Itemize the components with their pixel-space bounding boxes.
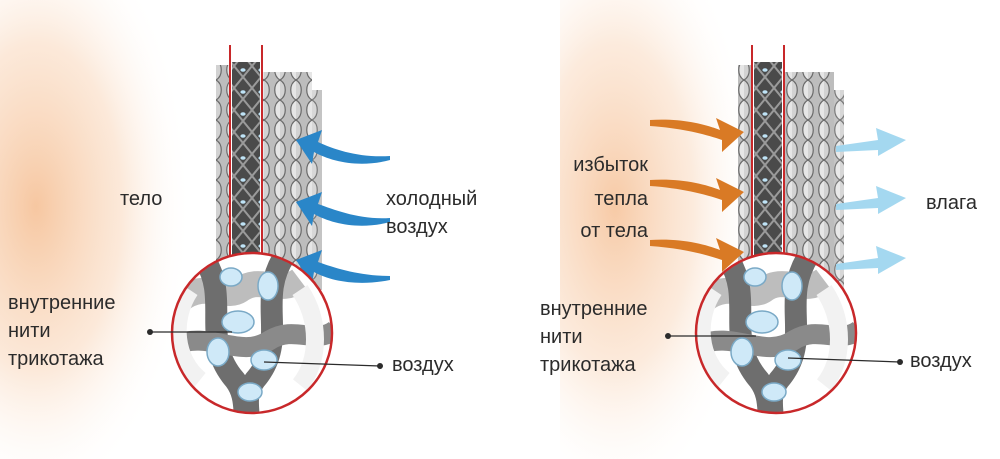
knit-fabric-right [738,62,844,290]
air-leader-dot-right [897,359,903,365]
moisture-arrows [836,128,906,274]
cold-air-label-line1: холодный [386,188,478,210]
right-panel [560,0,906,459]
air-label-right: воздух [910,350,972,372]
moisture-label: влага [926,192,977,214]
cold-air-label-line2: воздух [386,216,448,238]
left-panel [0,0,390,459]
threads-label-right-line3: трикотажа [540,354,636,376]
cold-air-arrows [296,130,390,284]
threads-label-right-line2: нити [540,326,583,348]
threads-label-right-line1: внутренние [540,298,648,320]
magnified-knit-circle [170,251,334,415]
threads-label-line3: трикотажа [8,348,104,370]
threads-leader-dot [147,329,153,335]
excess-heat-line3: от тела [580,220,648,242]
air-label: воздух [392,354,454,376]
air-leader-dot [377,363,383,369]
body-label: тело [120,188,163,210]
threads-label-line2: нити [8,320,51,342]
air-leader-line [263,361,381,367]
threads-leader-dot-right [665,333,671,339]
heat-arrows [650,118,744,272]
excess-heat-line1: избыток [573,154,648,176]
excess-heat-line2: тепла [594,188,648,210]
threads-label-line1: внутренние [8,292,116,314]
air-leader-line-right [787,357,901,363]
magnified-knit-circle-right [694,251,858,415]
